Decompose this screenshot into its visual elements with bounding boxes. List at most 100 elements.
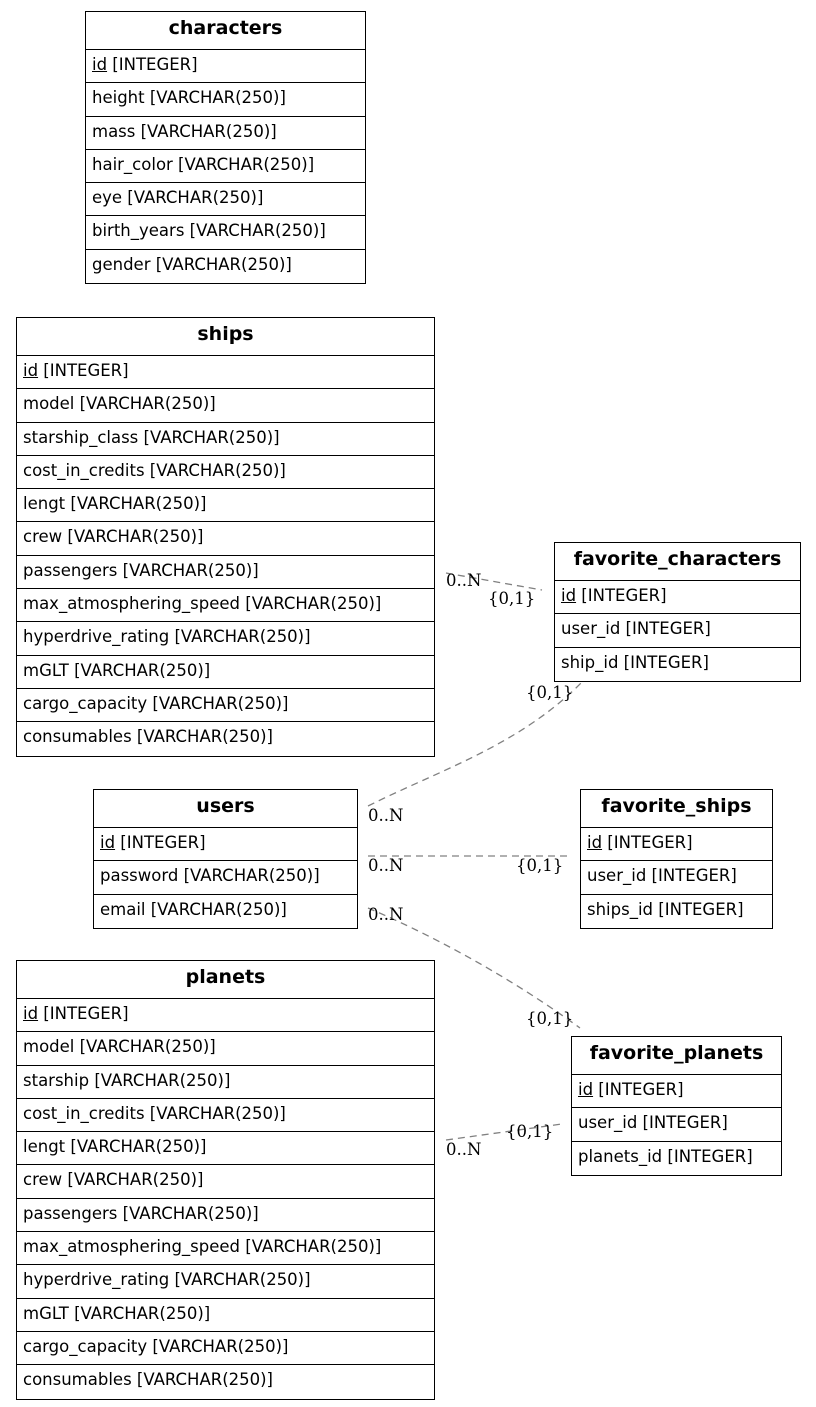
entity-favorite-ships: favorite_ships id [INTEGER] user_id [INT… [580, 789, 773, 929]
entity-field: cargo_capacity [VARCHAR(250)] [17, 689, 434, 723]
entity-field: user_id [INTEGER] [572, 1108, 781, 1142]
entity-field: id [INTEGER] [17, 999, 434, 1033]
entity-field: eye [VARCHAR(250)] [86, 183, 365, 217]
field-text: max_atmosphering_speed [VARCHAR(250)] [23, 1237, 382, 1257]
field-text: consumables [VARCHAR(250)] [23, 1370, 273, 1390]
entity-field: model [VARCHAR(250)] [17, 1032, 434, 1066]
entity-field: password [VARCHAR(250)] [94, 861, 357, 895]
field-text: mGLT [VARCHAR(250)] [23, 1303, 211, 1323]
entity-field: hyperdrive_rating [VARCHAR(250)] [17, 622, 434, 656]
entity-field: mass [VARCHAR(250)] [86, 117, 365, 150]
entity-field: model [VARCHAR(250)] [17, 389, 434, 423]
entity-field: user_id [INTEGER] [555, 614, 800, 648]
entity-field: planets_id [INTEGER] [572, 1142, 781, 1175]
primary-key-name: id [578, 1080, 594, 1099]
cardinality-label: 0..N [446, 1140, 481, 1159]
entity-field: max_atmosphering_speed [VARCHAR(250)] [17, 589, 434, 623]
entity-field: mGLT [VARCHAR(250)] [17, 1299, 434, 1332]
entity-field: id [INTEGER] [86, 50, 365, 84]
field-text: gender [VARCHAR(250)] [92, 254, 292, 274]
field-text: user_id [INTEGER] [561, 619, 711, 639]
primary-key-name: id [23, 361, 39, 380]
entity-field: cargo_capacity [VARCHAR(250)] [17, 1332, 434, 1366]
entity-field: lengt [VARCHAR(250)] [17, 1132, 434, 1166]
field-text: passengers [VARCHAR(250)] [23, 1203, 259, 1223]
entity-title: favorite_characters [555, 543, 800, 581]
entity-field: passengers [VARCHAR(250)] [17, 556, 434, 590]
field-text: consumables [VARCHAR(250)] [23, 727, 273, 747]
entity-field: lengt [VARCHAR(250)] [17, 489, 434, 523]
cardinality-label: 0..N [446, 571, 481, 590]
entity-field: consumables [VARCHAR(250)] [17, 1365, 434, 1398]
field-text: model [VARCHAR(250)] [23, 394, 216, 414]
field-text: [INTEGER] [38, 361, 129, 380]
field-text: planets_id [INTEGER] [578, 1146, 753, 1166]
entity-field: crew [VARCHAR(250)] [17, 1165, 434, 1199]
primary-key-name: id [23, 1004, 39, 1023]
entity-field: email [VARCHAR(250)] [94, 895, 357, 928]
field-text: user_id [INTEGER] [587, 866, 737, 886]
entity-field: height [VARCHAR(250)] [86, 83, 365, 117]
primary-key-name: id [587, 833, 603, 852]
entity-users: users id [INTEGER] password [VARCHAR(250… [93, 789, 358, 929]
relation-line-planets-favorite-planets [445, 1123, 563, 1141]
cardinality-label: 0..N [368, 806, 403, 825]
field-text: birth_years [VARCHAR(250)] [92, 221, 326, 241]
field-text: user_id [INTEGER] [578, 1113, 728, 1133]
cardinality-label: {0,1} [526, 1009, 573, 1028]
field-text: crew [VARCHAR(250)] [23, 1170, 204, 1190]
entity-field: passengers [VARCHAR(250)] [17, 1199, 434, 1233]
field-text: [INTEGER] [602, 833, 693, 852]
entity-field: hair_color [VARCHAR(250)] [86, 150, 365, 184]
field-text: cargo_capacity [VARCHAR(250)] [23, 1336, 289, 1356]
field-text: lengt [VARCHAR(250)] [23, 1137, 207, 1157]
relation-line-ships-favorite-characters [445, 572, 543, 591]
entity-field: starship [VARCHAR(250)] [17, 1066, 434, 1099]
entity-planets: planets id [INTEGER] model [VARCHAR(250)… [16, 960, 435, 1400]
field-text: passengers [VARCHAR(250)] [23, 560, 259, 580]
entity-favorite-planets: favorite_planets id [INTEGER] user_id [I… [571, 1036, 782, 1176]
entity-field: id [INTEGER] [555, 581, 800, 615]
entity-favorite-characters: favorite_characters id [INTEGER] user_id… [554, 542, 801, 682]
field-text: cargo_capacity [VARCHAR(250)] [23, 693, 289, 713]
entity-field: ships_id [INTEGER] [581, 895, 772, 928]
field-text: lengt [VARCHAR(250)] [23, 494, 207, 514]
entity-field: gender [VARCHAR(250)] [86, 250, 365, 283]
field-text: model [VARCHAR(250)] [23, 1037, 216, 1057]
field-text: height [VARCHAR(250)] [92, 88, 286, 108]
field-text: [INTEGER] [38, 1004, 129, 1023]
cardinality-label: {0,1} [516, 856, 563, 875]
primary-key-name: id [92, 55, 108, 74]
field-text: starship_class [VARCHAR(250)] [23, 427, 280, 447]
entity-field: cost_in_credits [VARCHAR(250)] [17, 456, 434, 490]
entity-field: id [INTEGER] [581, 828, 772, 862]
entity-title: users [94, 790, 357, 828]
primary-key-name: id [100, 833, 116, 852]
entity-title: characters [86, 12, 365, 50]
entity-title: favorite_ships [581, 790, 772, 828]
field-text: ships_id [INTEGER] [587, 899, 744, 919]
entity-field: starship_class [VARCHAR(250)] [17, 423, 434, 456]
entity-field: cost_in_credits [VARCHAR(250)] [17, 1099, 434, 1133]
entity-title: favorite_planets [572, 1037, 781, 1075]
field-text: max_atmosphering_speed [VARCHAR(250)] [23, 594, 382, 614]
field-text: [INTEGER] [576, 586, 667, 605]
entity-field: id [INTEGER] [17, 356, 434, 390]
entity-field: birth_years [VARCHAR(250)] [86, 216, 365, 250]
field-text: ship_id [INTEGER] [561, 652, 709, 672]
entity-ships: ships id [INTEGER] model [VARCHAR(250)] … [16, 317, 435, 757]
field-text: cost_in_credits [VARCHAR(250)] [23, 460, 286, 480]
entity-field: user_id [INTEGER] [581, 861, 772, 895]
entity-field: crew [VARCHAR(250)] [17, 522, 434, 556]
entity-title: planets [17, 961, 434, 999]
field-text: cost_in_credits [VARCHAR(250)] [23, 1103, 286, 1123]
field-text: mass [VARCHAR(250)] [92, 121, 277, 141]
cardinality-label: 0..N [368, 905, 403, 924]
cardinality-label: {0,1} [488, 589, 535, 608]
field-text: [INTEGER] [115, 833, 206, 852]
entity-field: hyperdrive_rating [VARCHAR(250)] [17, 1265, 434, 1299]
field-text: hyperdrive_rating [VARCHAR(250)] [23, 1270, 311, 1290]
field-text: hyperdrive_rating [VARCHAR(250)] [23, 627, 311, 647]
entity-field: max_atmosphering_speed [VARCHAR(250)] [17, 1232, 434, 1266]
field-text: crew [VARCHAR(250)] [23, 527, 204, 547]
